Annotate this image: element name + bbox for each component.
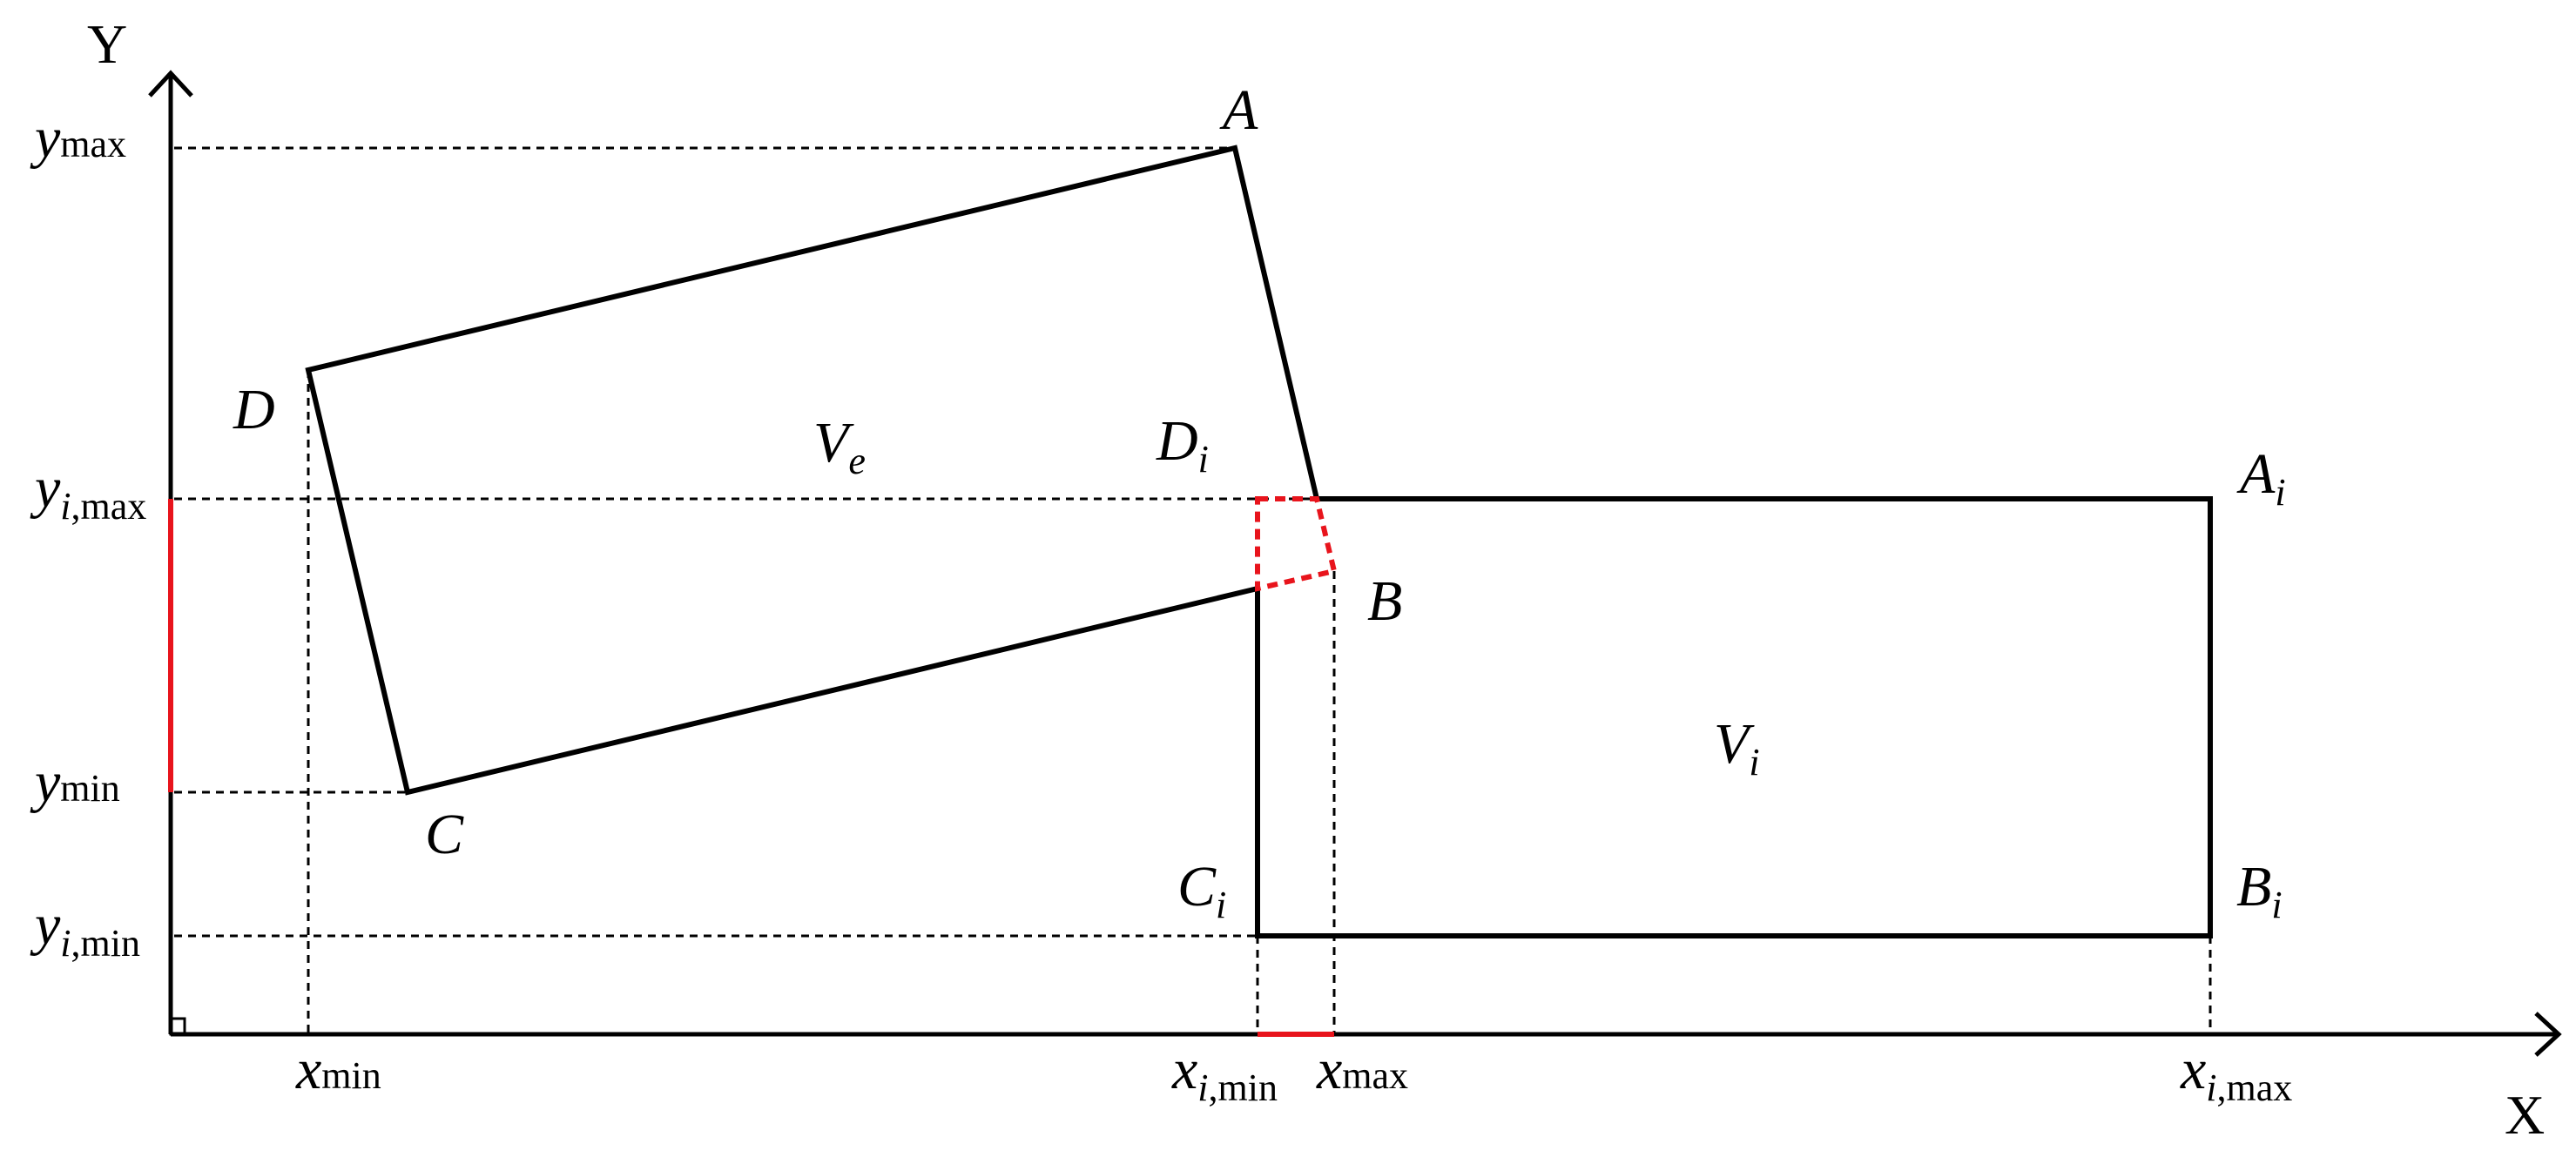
rect-ve-outline	[305, 145, 1319, 796]
tick-label-yi-max: yi,max	[30, 456, 146, 528]
guide-lines	[174, 146, 2212, 1034]
x-axis-arrowhead	[2534, 1012, 2562, 1057]
vertex-label-c: C	[425, 803, 464, 866]
x-tick-labels: xmin xi,min xmax xi,max	[295, 1038, 2292, 1109]
vertex-label-ai: Ai	[2236, 442, 2286, 514]
right-angle-marker	[169, 1017, 186, 1036]
tick-label-yi-min: yi,min	[30, 893, 140, 965]
y-axis-label: Y	[87, 13, 127, 75]
tick-label-xi-max: xi,max	[2180, 1038, 2292, 1109]
tick-label-y-max: ymax	[30, 106, 126, 170]
tick-label-xi-min: xi,min	[1171, 1038, 1278, 1109]
vertex-label-di: Di	[1156, 409, 1209, 481]
vertex-label-d: D	[233, 378, 275, 441]
overlap-region	[1255, 496, 1338, 592]
vertex-labels: A D C B Di Ai Ci Bi	[233, 78, 2286, 926]
tick-label-y-min: ymin	[30, 750, 120, 814]
x-axis-label: X	[2505, 1084, 2545, 1146]
y-axis-arrowhead	[148, 70, 193, 98]
rect-vi-outline	[1255, 496, 2213, 938]
vertex-label-ci: Ci	[1177, 855, 1226, 926]
vertex-label-bi: Bi	[2236, 855, 2283, 926]
tick-label-x-max: xmax	[1316, 1038, 1408, 1101]
tick-label-x-min: xmin	[295, 1038, 381, 1101]
vertex-label-a: A	[1219, 78, 1258, 142]
region-labels: Ve Vi	[813, 411, 1760, 784]
region-label-vi: Vi	[1714, 712, 1760, 784]
vertex-label-b: B	[1367, 569, 1402, 633]
region-label-ve: Ve	[813, 411, 866, 482]
y-tick-labels: ymax yi,max ymin yi,min	[30, 106, 146, 965]
axes	[148, 70, 2562, 1057]
